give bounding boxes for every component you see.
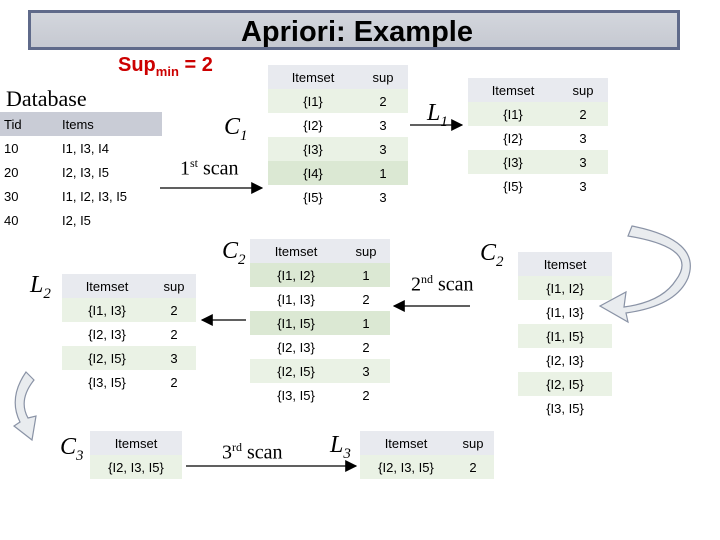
table-row: {I3, I5} — [546, 400, 584, 416]
db-header-tid: Tid — [0, 112, 62, 136]
first-scan-label: 1st scan — [180, 156, 239, 180]
table-row: {I2, I3} — [546, 352, 584, 368]
table-row: {I3, I5}2 — [88, 374, 178, 390]
table-row: {I1}2 — [268, 89, 408, 113]
database-label: Database — [6, 86, 87, 111]
table-row: {I2, I3, I5}2 — [360, 455, 494, 479]
curved-arrow-l1-to-c2 — [598, 225, 691, 324]
table-row: {I2, I5}3 — [62, 346, 196, 370]
table-row: {I2, I3}2 — [88, 326, 178, 342]
min-support-label: Supmin = 2 — [118, 54, 213, 79]
table-row: {I2, I5}3 — [250, 359, 390, 383]
table-row: {I1, I3}2 — [62, 298, 196, 322]
title-banner: Apriori: Example — [28, 10, 680, 50]
c3-table: Itemset {I2, I3, I5} — [90, 431, 182, 479]
table-row: {I1}2 — [468, 102, 608, 126]
table-row: {I1, I3}2 — [277, 291, 370, 307]
table-row: {I3}3 — [468, 150, 608, 174]
table-row: {I2}3 — [303, 117, 387, 133]
table-row: {I3, I5}2 — [277, 387, 370, 403]
table-row: {I1, I3} — [546, 304, 584, 320]
table-row: {I4}1 — [268, 161, 408, 185]
table-row: {I3}3 — [268, 137, 408, 161]
second-scan-label: 2nd scan — [411, 272, 474, 296]
db-header-items: Items — [62, 112, 162, 136]
supmin-sub: min — [155, 64, 179, 79]
table-row: {I2, I3, I5} — [90, 455, 182, 479]
table-row: {I1, I5} — [518, 324, 612, 348]
table-row: {I5}3 — [503, 178, 587, 194]
table-row: {I2, I5} — [518, 372, 612, 396]
supmin-prefix: Sup — [118, 54, 156, 76]
page-title: Apriori: Example — [240, 16, 473, 48]
l1-label: L1 — [427, 100, 448, 130]
table-row: {I5}3 — [303, 189, 387, 205]
c1-label: C1 — [224, 114, 248, 144]
curved-arrow-l2-to-c3 — [12, 371, 37, 442]
table-row: {I1, I5}1 — [250, 311, 390, 335]
table-row: {I1, I2}1 — [250, 263, 390, 287]
table-row: {I2, I3}2 — [277, 339, 370, 355]
l3-label: L3 — [330, 432, 351, 462]
c2-right-label: C2 — [480, 240, 504, 270]
c3-label: C3 — [60, 434, 84, 464]
l2-label: L2 — [30, 272, 51, 302]
supmin-suffix: = 2 — [178, 54, 213, 76]
third-scan-label: 3rd scan — [222, 440, 283, 464]
c2-mid-label: C2 — [222, 238, 246, 268]
c2-right-table: Itemset {I1, I2} {I1, I3} {I1, I5} {I2, … — [518, 252, 612, 420]
table-row: {I2}3 — [503, 130, 587, 146]
table-row: {I1, I2} — [518, 276, 612, 300]
